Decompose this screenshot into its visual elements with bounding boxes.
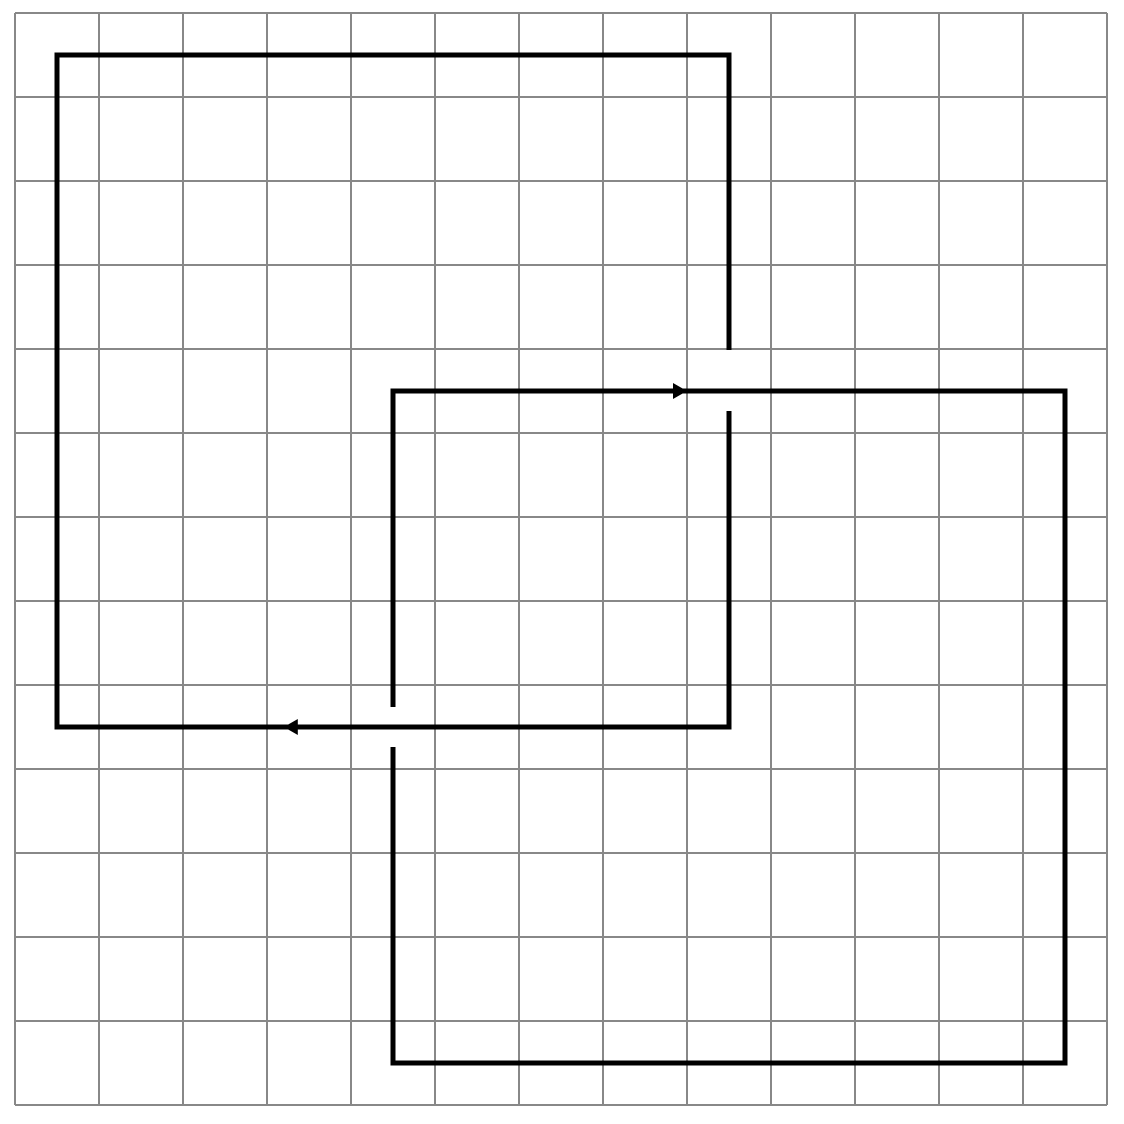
arrow-right — [673, 383, 687, 399]
direction-arrows — [283, 383, 687, 735]
knot-strands — [54, 52, 1068, 1066]
strand-top-left-loop — [54, 52, 732, 730]
grid — [14, 12, 1108, 1106]
strand-bottom-right-loop — [390, 388, 1068, 1066]
arrow-left — [283, 719, 298, 735]
